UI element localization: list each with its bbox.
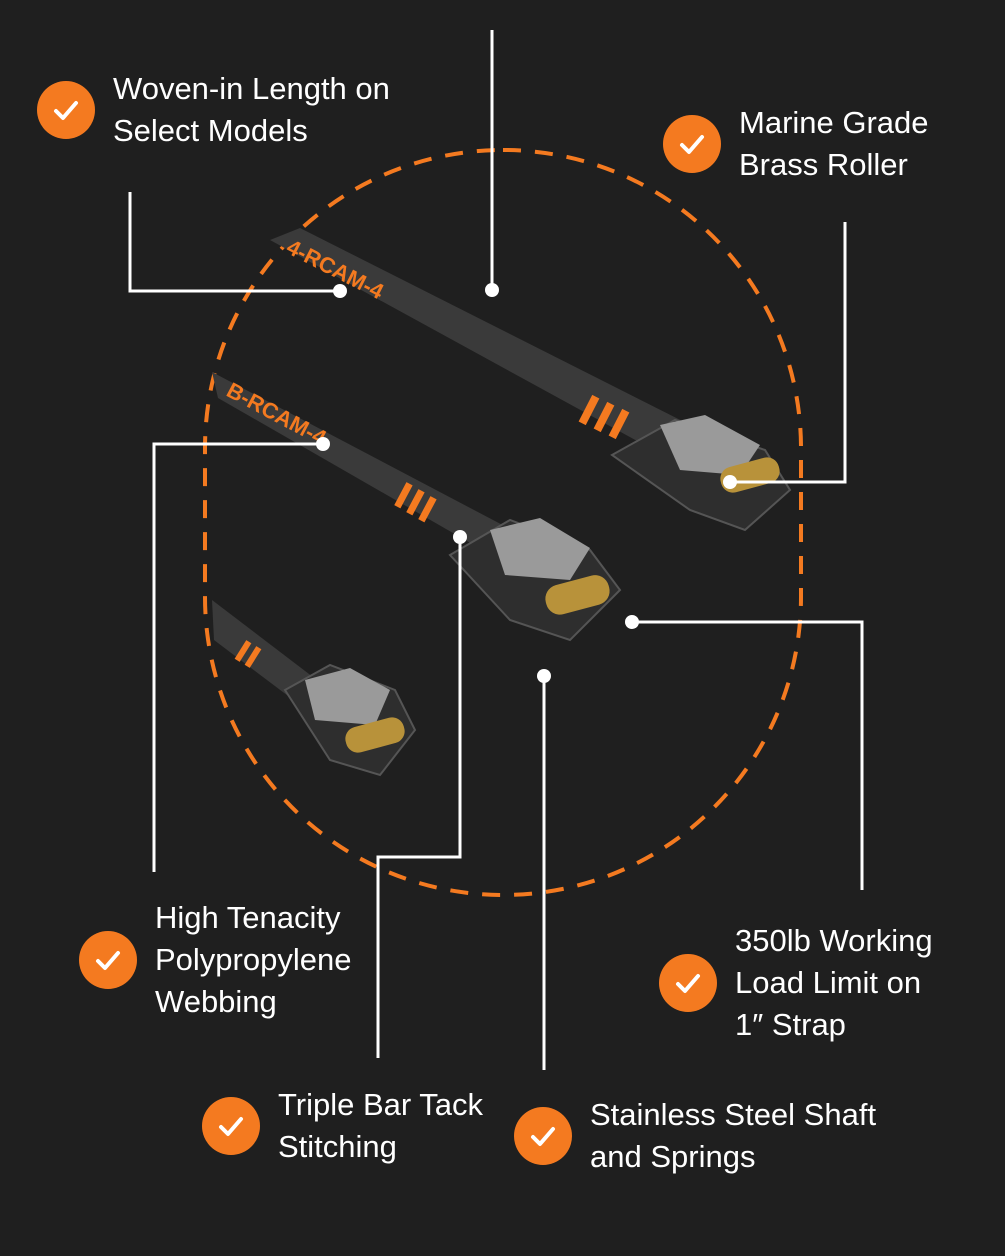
feature-label: Stainless Steel Shaft and Springs: [590, 1094, 876, 1178]
feature-label: Woven-in Length on Select Models: [113, 68, 390, 152]
feature-working-load: 350lb Working Load Limit on 1″ Strap: [659, 920, 933, 1046]
feature-label-line: High Tenacity: [155, 900, 341, 935]
webbing: [212, 372, 512, 560]
feature-label-line: Woven-in Length on: [113, 71, 390, 106]
feature-label-line: Webbing: [155, 984, 277, 1019]
callout-dot: [537, 669, 551, 683]
feature-label: High Tenacity Polypropylene Webbing: [155, 897, 351, 1023]
leader-line-brass-roller: [730, 222, 847, 484]
feature-label-line: Select Models: [113, 113, 308, 148]
leader-line-working-load: [632, 620, 864, 890]
callout-dot: [485, 283, 499, 297]
tack-mark: [418, 496, 437, 523]
feature-stainless-shaft: Stainless Steel Shaft and Springs: [514, 1094, 876, 1178]
tack-mark: [593, 401, 615, 433]
feature-label-line: Marine Grade: [739, 105, 929, 140]
tack-mark: [406, 489, 425, 516]
leader-line-woven-length: [128, 192, 340, 293]
feature-label-line: Stainless Steel Shaft: [590, 1097, 877, 1132]
feature-label-line: Brass Roller: [739, 147, 908, 182]
tack-mark: [578, 394, 600, 426]
tack-mark: [394, 482, 413, 509]
tack-mark: [608, 408, 630, 440]
callout-dot: [453, 530, 467, 544]
feature-label-line: and Springs: [590, 1139, 756, 1174]
dashed-focus-ring: [203, 148, 803, 897]
feature-label: 350lb Working Load Limit on 1″ Strap: [735, 920, 933, 1046]
buckle-cam: [305, 668, 390, 725]
tack-mark: [234, 640, 252, 662]
callout-dot: [316, 437, 330, 451]
leader-line-polypropylene-webbing: [152, 442, 323, 872]
buckle-cam: [490, 518, 590, 580]
brass-roller: [545, 575, 610, 615]
leader-lines: [128, 30, 864, 1070]
check-circle-icon: [663, 115, 721, 173]
check-circle-icon: [79, 931, 137, 989]
feature-woven-length: Woven-in Length on Select Models: [37, 68, 390, 152]
check-circle-icon: [202, 1097, 260, 1155]
feature-label-line: Polypropylene: [155, 942, 352, 977]
check-circle-icon: [514, 1107, 572, 1165]
cam-strap-bottom: [212, 600, 417, 777]
webbing-print: B-RCAM-4: [223, 377, 331, 450]
feature-polypropylene-webbing: High Tenacity Polypropylene Webbing: [79, 897, 351, 1023]
callout-dots: [316, 283, 737, 683]
feature-label-line: 350lb Working: [735, 923, 933, 958]
cam-strap-middle: B-RCAM-4: [212, 372, 622, 642]
feature-label-line: Load Limit on: [735, 965, 922, 1000]
feature-label-line: Stitching: [278, 1129, 397, 1164]
callout-dot: [625, 615, 639, 629]
check-circle-icon: [659, 954, 717, 1012]
feature-label: Triple Bar Tack Stitching: [278, 1084, 483, 1168]
feature-label-line: 1″ Strap: [735, 1007, 846, 1042]
buckle-cam: [660, 415, 760, 475]
feature-brass-roller: Marine Grade Brass Roller: [663, 102, 929, 186]
brass-roller: [345, 717, 405, 753]
leader-line-bar-tack: [376, 537, 462, 1058]
callout-dot: [723, 475, 737, 489]
tack-mark: [244, 646, 262, 668]
callout-dot: [333, 284, 347, 298]
feature-label: Marine Grade Brass Roller: [739, 102, 929, 186]
check-circle-icon: [37, 81, 95, 139]
feature-label-line: Triple Bar Tack: [278, 1087, 484, 1122]
feature-bar-tack: Triple Bar Tack Stitching: [202, 1084, 483, 1168]
cam-strap-top: 4-RCAM-4: [270, 228, 792, 532]
